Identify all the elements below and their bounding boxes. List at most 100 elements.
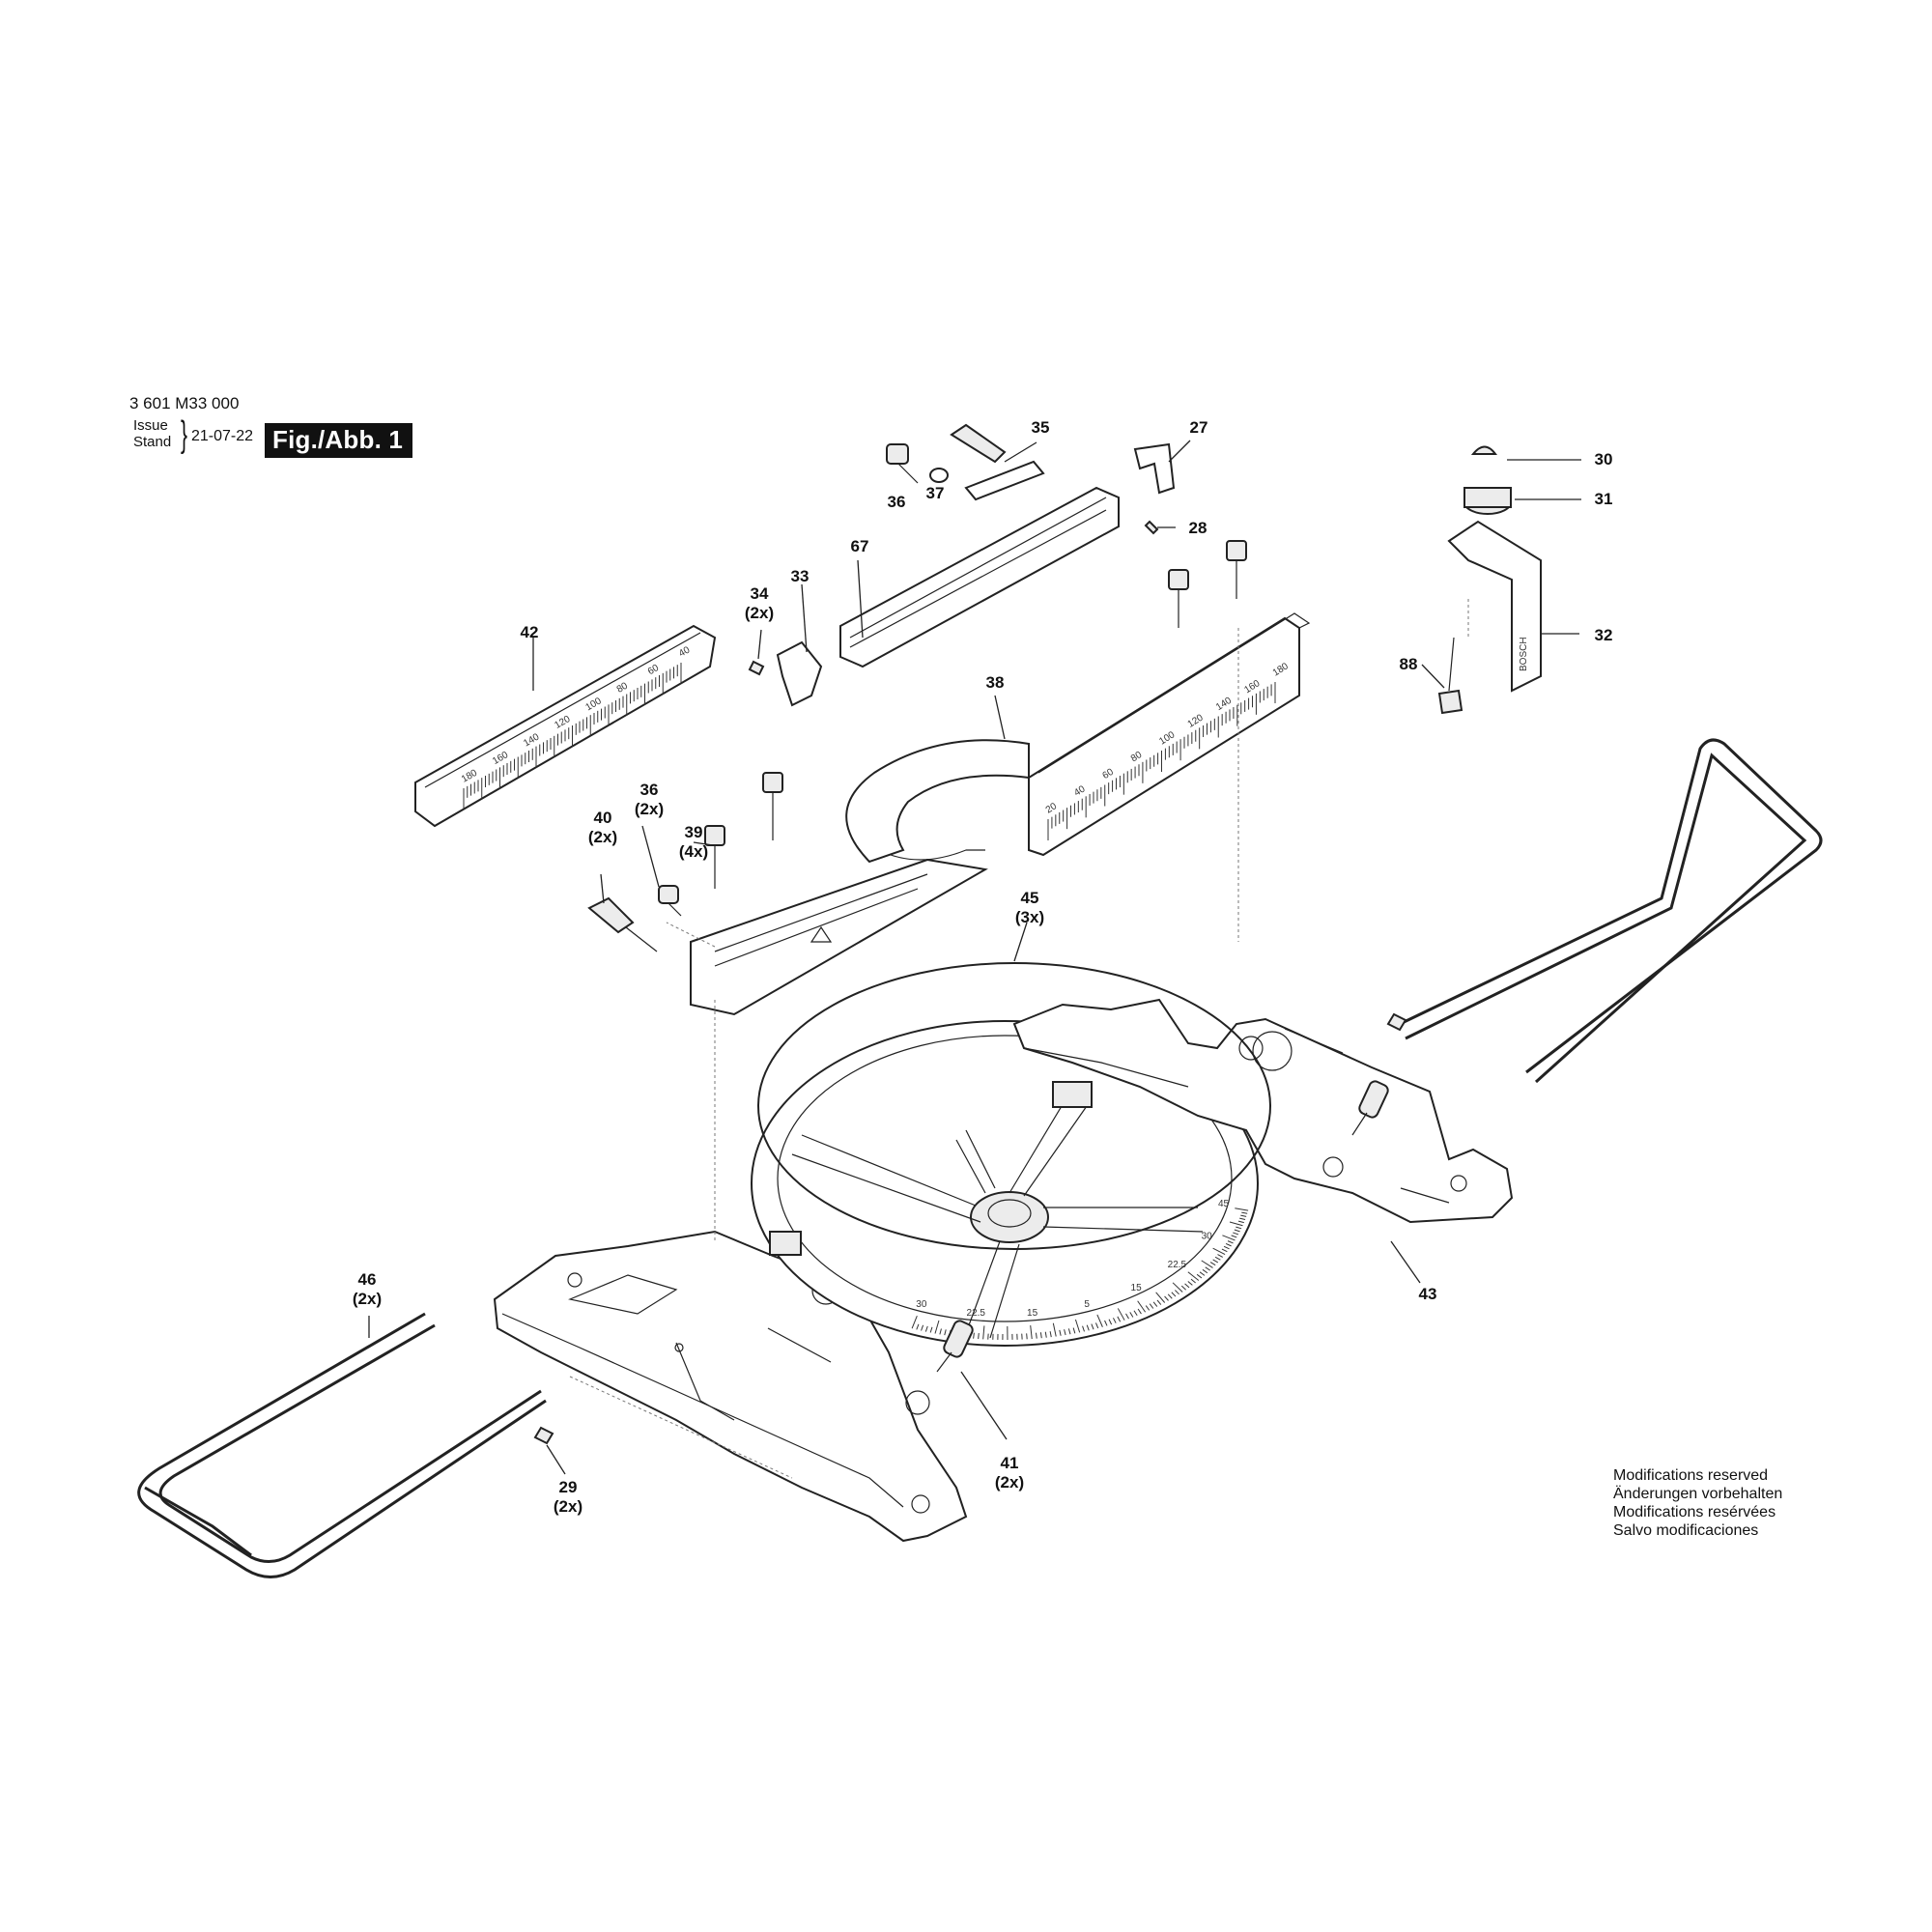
miter-scale-tick [1212,1247,1226,1255]
miter-scale-tick [1108,1319,1113,1325]
miter-scale-tick [1231,1235,1237,1238]
left-fence-scale-label: 60 [646,663,662,677]
miter-scale-tick [1067,1328,1071,1335]
modifications-line-fr: Modifications resérvées [1613,1504,1776,1520]
miter-scale-tick [916,1323,920,1330]
miter-scale-tick [1184,1283,1190,1289]
miter-scale-tick [1227,1240,1234,1244]
modifications-line-es: Salvo modificaciones [1613,1522,1759,1539]
callout-34: 34 [751,584,769,603]
callout-35: 35 [1032,418,1050,437]
brand-marking: BOSCH [1519,637,1529,671]
brace-symbol: } [181,414,187,455]
miter-scale-label: 5 [1084,1299,1090,1310]
miter-scale-tick [929,1326,933,1333]
miter-scale-tick [1091,1323,1094,1330]
miter-scale-tick [1133,1310,1138,1317]
callout-29-qty: (2x) [554,1497,582,1516]
miter-scale-tick [1214,1256,1221,1261]
miter-scale-tick [1190,1278,1196,1284]
miter-scale-tick [1117,1316,1122,1322]
miter-scale-tick [973,1332,975,1339]
miter-scale-tick [1199,1271,1206,1276]
miter-scale-tick [1074,1319,1081,1333]
miter-scale-label: 45 [1218,1199,1230,1209]
callout-29: 29 [559,1478,578,1496]
miter-scale-tick [1229,1221,1243,1227]
miter-scale-tick [944,1329,947,1336]
miter-scale-tick [1187,1271,1200,1281]
miter-scale-tick [1145,1305,1151,1311]
miter-scale-tick [939,1328,942,1335]
miter-scale-tick [1137,1300,1147,1313]
miter-scale-tick [1152,1301,1158,1307]
issue-date: 21-07-22 [191,428,254,444]
modifications-line-en: Modifications reserved [1613,1467,1769,1484]
miter-scale-tick [1026,1333,1028,1340]
miter-scale-tick [1221,1248,1228,1253]
miter-scale-tick [1167,1293,1173,1299]
turntable-ring-part [757,962,1271,1250]
callout-37: 37 [926,484,945,502]
callout-43: 43 [1419,1285,1437,1303]
miter-scale-tick [1241,1211,1248,1214]
modifications-line-de: Änderungen vorbehalten [1613,1486,1783,1502]
miter-scale-tick [1171,1292,1177,1297]
callout-36: 36 [888,493,906,511]
miter-scale-tick [1234,1229,1240,1233]
miter-scale-tick [1086,1324,1090,1331]
miter-scale-tick [1113,1318,1117,1323]
callout-38: 38 [986,673,1005,692]
miter-scale-tick [978,1333,980,1340]
miter-scale-tick [1052,1322,1057,1337]
miter-scale-tick [1236,1226,1242,1230]
left-fence-scale-label: 40 [677,644,693,659]
miter-scale-tick [1240,1214,1247,1217]
miter-scale-label: 30 [916,1299,927,1310]
miter-scale-tick [1125,1313,1129,1320]
left-fence-scale-label: 80 [615,680,631,695]
miter-scale-label: 15 [1131,1283,1143,1293]
callout-28: 28 [1189,519,1208,537]
miter-scale-tick [1209,1262,1216,1266]
miter-scale-tick [1096,1314,1103,1327]
miter-scale-tick [982,1325,985,1340]
small-parts [533,423,1542,1445]
miter-scale-tick [1164,1295,1169,1301]
miter-scale-tick [1202,1268,1208,1274]
miter-scale-tick [1155,1292,1166,1303]
callout-33: 33 [791,567,810,585]
extension-rod-right [1395,738,1823,1084]
turntable-outer [751,1020,1259,1347]
miter-scale-tick [1082,1325,1085,1332]
callout-leaders [368,440,1581,1475]
miter-scale-tick [924,1325,928,1332]
miter-scale-tick [1094,1322,1099,1329]
modifications-notice: Modifications reserved Änderungen vorbeh… [1613,1466,1782,1540]
miter-scale-tick [1225,1242,1232,1247]
callout-36-qty: (2x) [635,800,664,818]
callout-67: 67 [851,537,869,555]
figure-label: Fig./Abb. 1 [265,423,413,458]
miter-scale-tick [1233,1232,1239,1236]
callout-45-qty: (3x) [1015,908,1044,926]
miter-scale-tick [1072,1327,1076,1334]
callout-30: 30 [1595,450,1613,469]
miter-scale-tick [1044,1331,1047,1338]
miter-scale-tick [934,1320,940,1334]
rail-part [839,486,1120,668]
document-number: 3 601 M33 000 [129,394,240,412]
issue-label: Issue [133,417,168,434]
miter-scale-tick [1175,1290,1179,1295]
miter-scale-tick [1217,1254,1223,1258]
stand-label: Stand [133,434,172,450]
miter-scale-tick [1235,1208,1249,1211]
miter-scale-tick [1149,1303,1154,1309]
fence-left-front [690,858,988,1016]
callout-36: 36 [640,781,659,799]
miter-scale-tick [1030,1325,1033,1340]
miter-scale-tick [1212,1259,1219,1264]
